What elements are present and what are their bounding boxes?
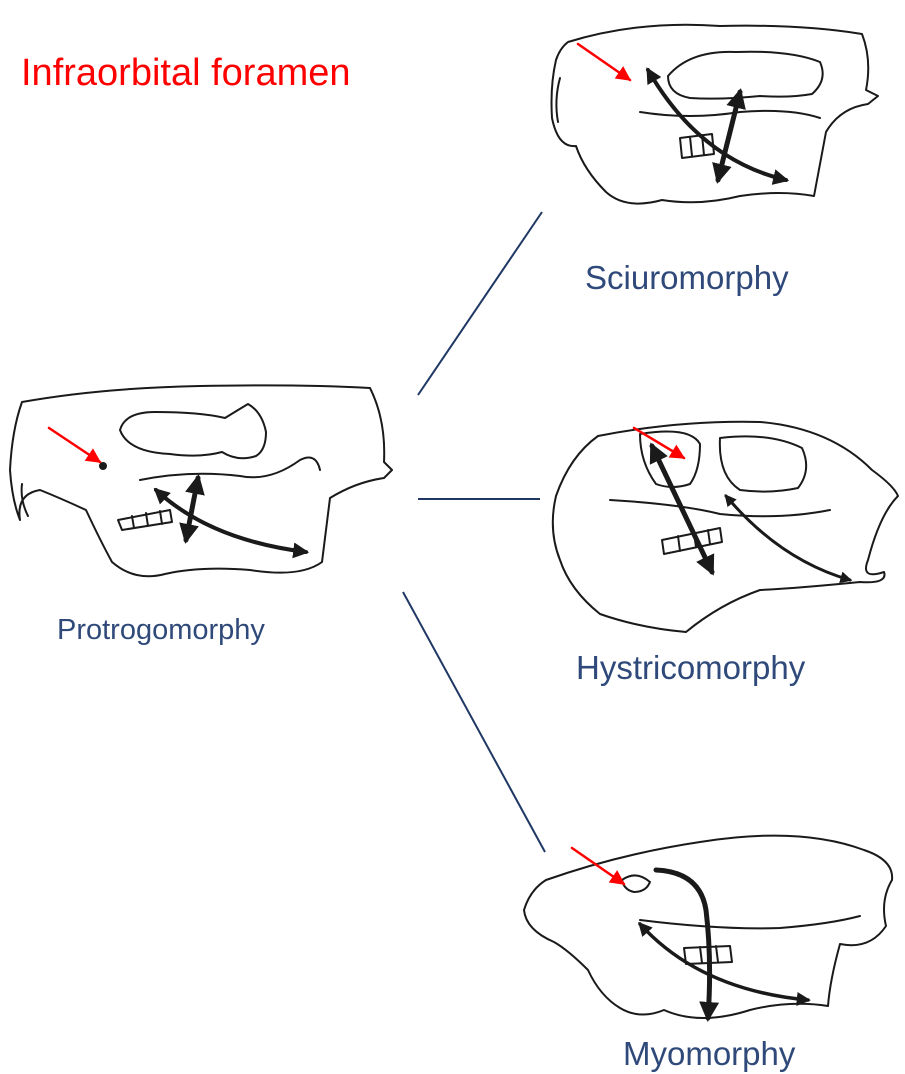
incisor xyxy=(556,78,560,122)
connector-to-sciuromorphy xyxy=(418,212,542,395)
muscle-arrow-vertical xyxy=(656,870,710,1018)
zygomatic-arch xyxy=(640,111,820,118)
muscle-arrow-vertical xyxy=(186,478,198,540)
connector-to-myomorphy xyxy=(403,592,545,852)
foramen-pointer-myomorphy xyxy=(572,848,624,884)
muscle-arrow-vertical xyxy=(718,92,740,180)
skull-hystricomorphy xyxy=(553,422,898,632)
diagram-title: Infraorbital foramen xyxy=(21,50,351,96)
zygomatic-arch xyxy=(610,500,830,516)
tooth-row xyxy=(118,510,172,530)
foramen-pointer-sciuromorphy xyxy=(578,44,630,80)
orbit-outline xyxy=(120,404,266,458)
foramen-pointer-protrogomorphy xyxy=(49,428,100,462)
muscle-arrow-diagonal xyxy=(156,490,306,552)
foramen-opening xyxy=(622,875,650,892)
label-protrogomorphy: Protrogomorphy xyxy=(57,612,265,648)
muscle-arrow-diagonal xyxy=(726,496,850,580)
label-hystricomorphy: Hystricomorphy xyxy=(576,648,805,688)
skull-myomorphy xyxy=(524,836,892,1018)
orbit-outline xyxy=(668,52,823,99)
muscle-arrow-diagonal xyxy=(648,70,786,180)
label-sciuromorphy: Sciuromorphy xyxy=(585,258,789,298)
skull-protrogomorphy xyxy=(10,385,392,576)
incisor xyxy=(22,484,28,516)
zygomatic-arch xyxy=(140,458,320,480)
skull-outline xyxy=(553,422,898,632)
skull-sciuromorphy xyxy=(552,25,879,204)
label-myomorphy: Myomorphy xyxy=(623,1034,795,1074)
connector-lines xyxy=(403,212,545,852)
foramen-opening xyxy=(720,436,806,491)
muscle-arrow-vertical xyxy=(652,446,712,572)
zygomatic-arch xyxy=(640,916,860,928)
tooth-row xyxy=(680,134,714,158)
